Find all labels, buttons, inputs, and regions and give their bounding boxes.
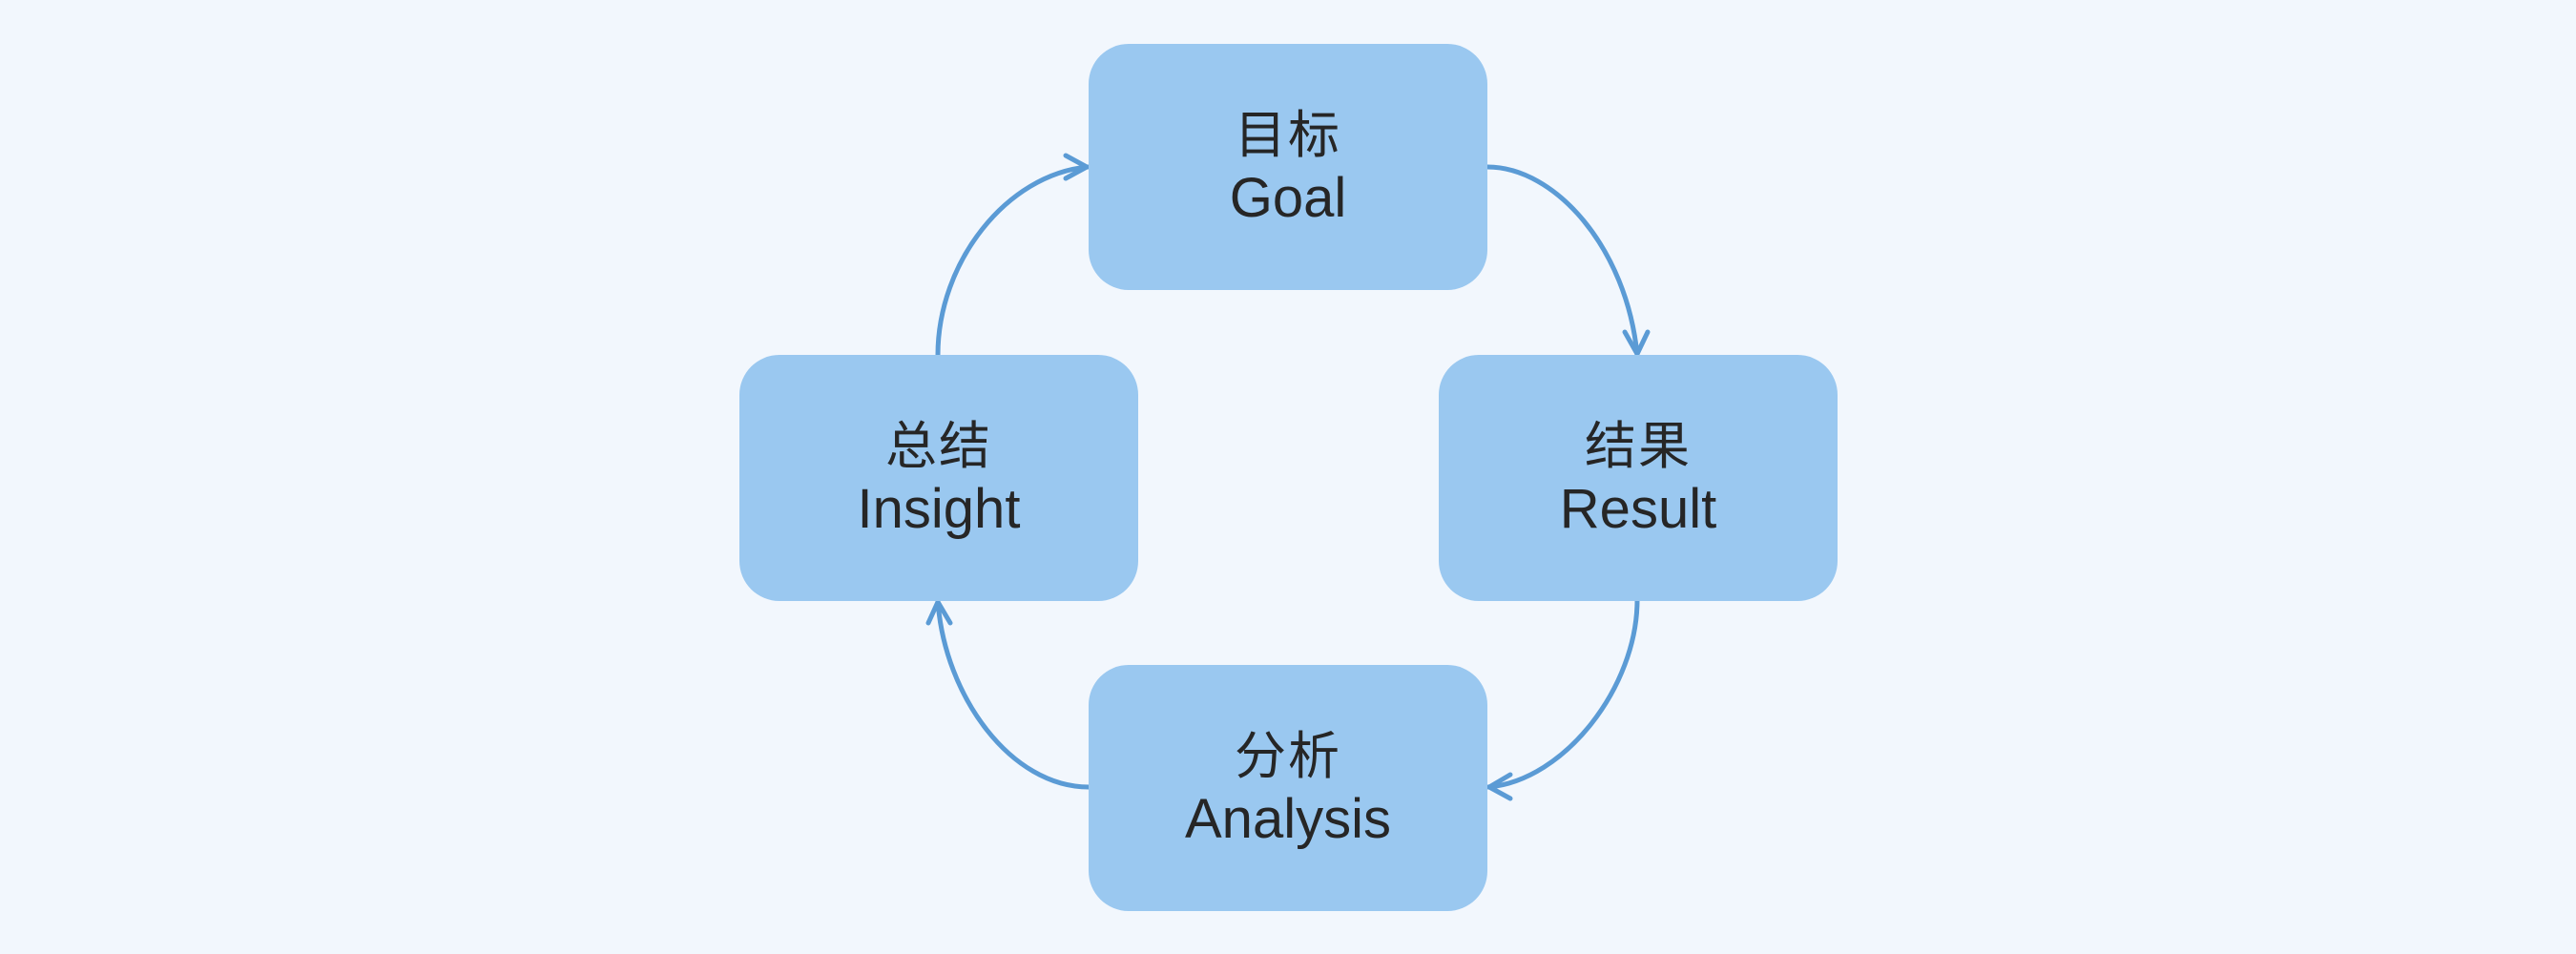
arrowhead-result-to-analysis-icon bbox=[1486, 772, 1513, 801]
node-analysis: 分析 Analysis bbox=[1089, 665, 1487, 911]
edge-result-to-analysis bbox=[1485, 597, 1640, 790]
node-insight: 总结 Insight bbox=[739, 355, 1138, 601]
edge-insight-to-goal bbox=[935, 164, 1091, 358]
node-insight-label-en: Insight bbox=[857, 478, 1021, 540]
edge-analysis-to-insight bbox=[935, 598, 1091, 790]
arrowhead-goal-to-result-icon bbox=[1622, 329, 1651, 357]
node-result: 结果 Result bbox=[1439, 355, 1838, 601]
node-analysis-label-en: Analysis bbox=[1185, 788, 1391, 850]
node-insight-label-zh: 总结 bbox=[885, 416, 992, 476]
node-goal: 目标 Goal bbox=[1089, 44, 1487, 290]
arrowhead-insight-to-goal-icon bbox=[1063, 153, 1090, 181]
node-goal-label-zh: 目标 bbox=[1235, 105, 1341, 165]
edge-goal-to-result bbox=[1485, 164, 1640, 358]
node-analysis-label-zh: 分析 bbox=[1235, 726, 1341, 786]
arrowhead-analysis-to-insight-icon bbox=[925, 599, 953, 626]
node-goal-label-en: Goal bbox=[1229, 167, 1347, 229]
node-result-label-en: Result bbox=[1559, 478, 1717, 540]
node-result-label-zh: 结果 bbox=[1585, 416, 1692, 476]
